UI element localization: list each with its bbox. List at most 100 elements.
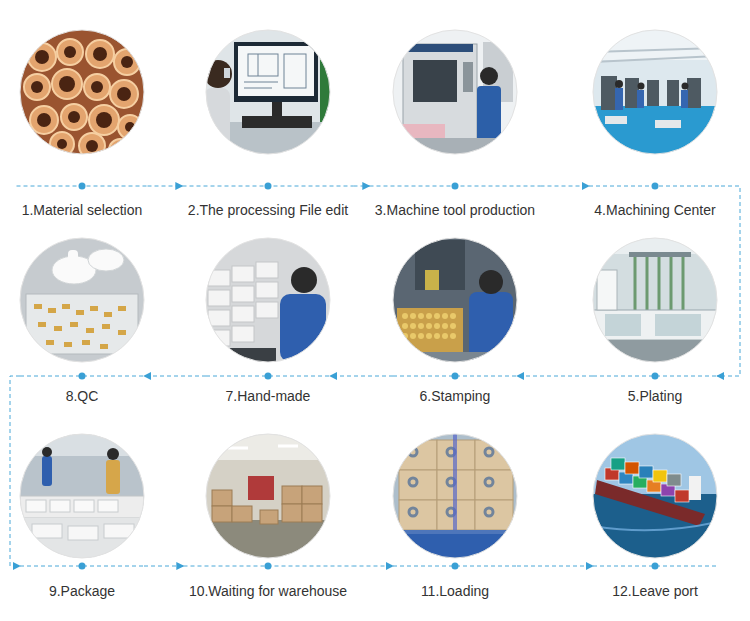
illustration-shape — [115, 145, 125, 155]
illustration-shape — [442, 313, 448, 319]
flow-dot — [452, 563, 459, 570]
illustration-shape — [605, 116, 681, 128]
flow-dot — [652, 563, 659, 570]
flow-arrow — [10, 376, 20, 566]
illustration-shape — [28, 43, 56, 71]
illustration-shape — [410, 333, 416, 339]
illustration-shape — [291, 267, 317, 293]
illustration-shape — [117, 87, 131, 101]
illustration-shape — [272, 102, 282, 116]
illustration-shape — [469, 292, 513, 362]
illustration-shape — [118, 306, 126, 311]
illustration-shape — [593, 434, 717, 558]
illustration-shape — [629, 252, 691, 257]
illustration-shape — [593, 522, 717, 530]
illustration-shape — [204, 88, 230, 148]
illustration-shape — [593, 48, 717, 62]
illustration-shape — [244, 54, 306, 88]
illustration-shape — [425, 270, 439, 290]
cargo-ship-photo — [593, 434, 717, 558]
illustration-shape — [224, 68, 230, 78]
flow-dot — [452, 183, 459, 190]
illustration-shape — [655, 314, 701, 336]
illustration-shape — [653, 470, 667, 482]
illustration-shape — [393, 352, 517, 362]
illustration-shape — [410, 313, 416, 319]
process-step: 10.Waiting for warehouse — [184, 434, 353, 603]
illustration-shape — [206, 520, 330, 558]
illustration-shape — [477, 86, 501, 142]
illustration-shape — [208, 270, 230, 286]
loading-photo — [393, 434, 517, 558]
illustration-shape — [450, 333, 456, 339]
illustration-shape — [615, 88, 623, 110]
illustration-shape — [302, 504, 322, 522]
illustration-shape — [121, 56, 133, 68]
illustration-shape — [393, 30, 517, 154]
flow-arrow — [541, 186, 590, 187]
illustration-shape — [204, 30, 334, 154]
illustration-shape — [593, 30, 717, 154]
illustration-shape — [611, 458, 625, 470]
illustration-shape — [68, 111, 80, 123]
illustration-shape — [393, 30, 517, 154]
illustration-shape — [104, 312, 112, 317]
illustration-shape — [393, 30, 517, 154]
illustration-shape — [593, 238, 717, 362]
illustration-shape — [100, 344, 108, 349]
process-step: 2.The processing File edit — [183, 30, 354, 222]
step-label: 9.Package — [20, 582, 144, 600]
illustration-shape — [593, 238, 717, 362]
illustration-shape — [413, 60, 457, 102]
step-label: 3.Machine tool production — [370, 201, 541, 219]
hand-made-photo — [206, 238, 330, 362]
illustration-shape — [64, 342, 72, 347]
illustration-shape — [442, 323, 448, 329]
illustration-shape — [20, 238, 144, 362]
illustration-shape — [593, 340, 717, 362]
illustration-shape — [38, 322, 46, 327]
illustration-shape — [605, 314, 641, 336]
illustration-shape — [625, 78, 639, 108]
illustration-shape — [232, 266, 254, 282]
illustration-shape — [206, 238, 330, 362]
illustration-shape — [450, 313, 456, 319]
illustration-shape — [228, 447, 248, 450]
illustration-shape — [615, 80, 623, 88]
illustration-shape — [20, 496, 144, 518]
illustration-shape — [96, 112, 112, 128]
illustration-shape — [639, 466, 653, 478]
illustration-shape — [26, 500, 46, 512]
illustration-shape — [605, 116, 627, 124]
illustration-shape — [91, 81, 103, 93]
illustration-shape — [26, 500, 118, 512]
illustration-shape — [31, 81, 43, 93]
illustration-shape — [206, 348, 276, 362]
illustration-shape — [64, 46, 76, 58]
illustration-shape — [208, 262, 278, 346]
process-step: 5.Plating — [593, 238, 717, 408]
step-label: 7.Hand-made — [206, 387, 330, 405]
illustration-shape — [212, 506, 232, 522]
illustration-shape — [593, 30, 717, 60]
illustration-shape — [31, 46, 135, 155]
illustration-shape — [106, 460, 120, 494]
illustration-shape — [284, 54, 306, 88]
illustration-shape — [52, 69, 82, 99]
illustration-shape — [248, 54, 278, 76]
illustration-shape — [54, 326, 62, 331]
illustration-shape — [647, 80, 659, 106]
step-label: 10.Waiting for warehouse — [184, 582, 353, 600]
illustration-shape — [20, 30, 144, 154]
illustration-shape — [34, 304, 126, 349]
illustration-shape — [615, 88, 688, 110]
flow-dot — [265, 373, 272, 380]
illustration-shape — [605, 458, 689, 502]
illustration-shape — [35, 50, 49, 64]
illustration-shape — [86, 140, 98, 152]
illustration-shape — [393, 434, 517, 558]
illustration-shape — [206, 434, 330, 558]
illustration-shape — [86, 328, 94, 333]
illustration-shape — [393, 434, 517, 534]
